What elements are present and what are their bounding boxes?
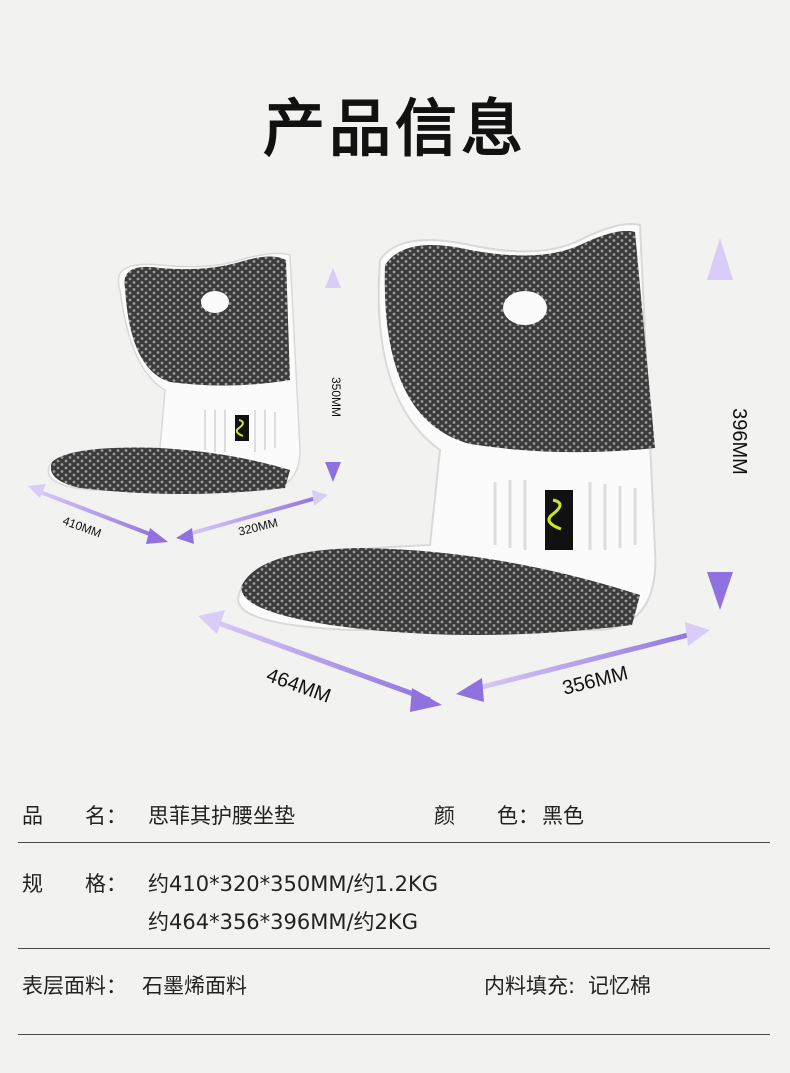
product-illustration: 350MM 410MM 320MM 396MM 464MM 356MM xyxy=(0,200,790,740)
large-depth-arrow xyxy=(456,622,710,702)
filling-value: 记忆棉 xyxy=(588,974,651,998)
small-depth-arrow xyxy=(176,490,328,544)
divider xyxy=(18,1034,770,1035)
size-label: 规 格： xyxy=(22,872,127,896)
size-value-large: 约464*356*396MM/约2KG xyxy=(148,910,418,934)
color-label: 颜 色： xyxy=(434,804,539,828)
small-height-label: 350MM xyxy=(329,376,344,418)
large-height-arrow xyxy=(707,238,733,610)
divider xyxy=(18,948,770,949)
size-value-small: 约410*320*350MM/约1.2KG xyxy=(148,872,439,896)
small-seat xyxy=(47,252,301,494)
name-value: 思菲其护腰坐垫 xyxy=(148,804,295,828)
small-height-arrow xyxy=(325,268,341,482)
large-height-label: 396MM xyxy=(727,408,750,475)
fabric-value: 石墨烯面料 xyxy=(142,974,247,998)
large-width-arrow xyxy=(198,610,442,712)
divider xyxy=(18,842,770,843)
fabric-label: 表层面料： xyxy=(22,974,127,998)
filling-label: 内料填充: xyxy=(484,974,576,998)
name-label: 品 名： xyxy=(22,804,127,828)
page-title: 产品信息 xyxy=(262,92,527,165)
color-value: 黑色 xyxy=(542,804,584,828)
small-width-arrow xyxy=(28,484,168,544)
large-seat xyxy=(236,223,657,635)
small-logo-icon xyxy=(235,415,249,441)
